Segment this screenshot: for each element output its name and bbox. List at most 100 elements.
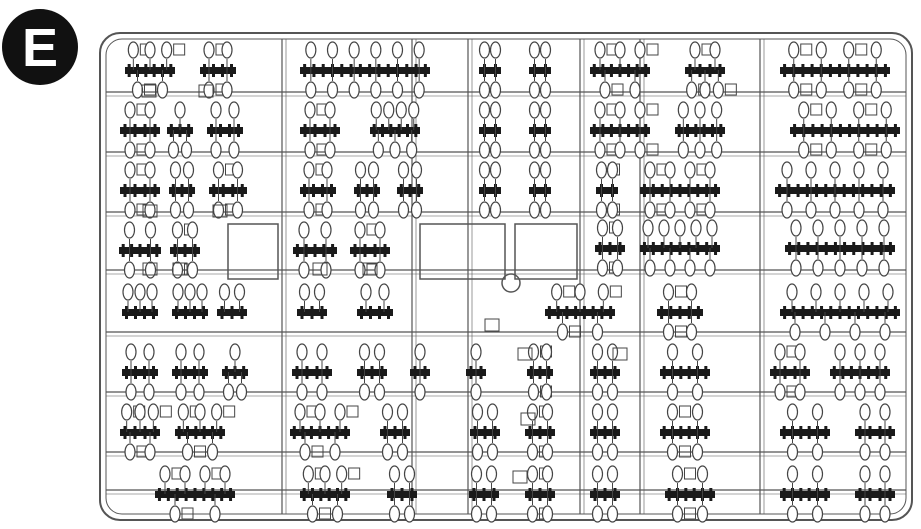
part-cluster xyxy=(354,161,380,219)
part-lug xyxy=(526,505,539,523)
part-tooth xyxy=(493,426,497,439)
part-tooth xyxy=(230,306,234,319)
part-tooth xyxy=(171,184,175,197)
part-lug xyxy=(146,283,158,301)
part-tooth xyxy=(856,306,860,319)
part-lug xyxy=(829,201,841,219)
part-tooth xyxy=(152,306,155,319)
part-tooth xyxy=(203,64,206,77)
part-tooth xyxy=(360,366,364,379)
part-lug xyxy=(870,41,882,59)
part-cluster xyxy=(222,343,248,401)
part-tooth xyxy=(538,366,542,379)
window-small xyxy=(227,223,279,280)
part-tooth xyxy=(327,488,331,501)
part-tooth xyxy=(175,306,178,319)
part-cluster xyxy=(780,465,830,523)
part-lug xyxy=(127,41,139,59)
part-tooth xyxy=(231,184,235,197)
part-cluster xyxy=(528,101,552,159)
part-tooth xyxy=(344,488,348,501)
part-tooth xyxy=(413,366,417,379)
part-cluster xyxy=(590,41,659,99)
part-lug xyxy=(794,383,806,401)
part-cluster xyxy=(775,161,895,219)
part-tooth xyxy=(642,242,646,255)
part-lug xyxy=(811,443,824,461)
part-tooth xyxy=(211,488,215,501)
part-body xyxy=(300,127,340,134)
part-lug xyxy=(212,201,225,219)
part-tooth xyxy=(705,242,709,255)
part-lug xyxy=(228,101,240,119)
part-lug xyxy=(414,383,426,401)
part-lug xyxy=(597,283,609,301)
part-lug xyxy=(711,141,723,159)
part-tooth xyxy=(400,488,404,501)
part-lug xyxy=(834,283,846,301)
part-lug xyxy=(696,465,709,483)
part-tooth xyxy=(219,426,223,439)
part-tooth xyxy=(187,124,191,137)
part-tooth xyxy=(178,124,182,137)
part-lug xyxy=(313,283,326,301)
part-tab xyxy=(679,405,691,418)
part-lug xyxy=(786,403,799,421)
part-lug xyxy=(706,219,718,237)
part-lug xyxy=(811,505,824,523)
part-cluster xyxy=(665,465,715,523)
part-lug xyxy=(671,465,684,483)
part-lug xyxy=(389,141,401,159)
part-lug xyxy=(203,41,215,59)
part-lug xyxy=(373,343,386,361)
part-lug xyxy=(329,443,341,461)
part-tooth xyxy=(888,242,892,255)
part-tooth xyxy=(143,366,146,379)
part-cluster xyxy=(217,283,247,319)
sprue-frame xyxy=(99,32,913,521)
part-tooth xyxy=(793,366,797,379)
part-tooth xyxy=(377,64,381,77)
part-lug xyxy=(370,41,382,59)
part-cluster xyxy=(357,283,393,319)
part-tab xyxy=(800,83,813,96)
part-lug xyxy=(634,141,646,159)
part-tooth xyxy=(711,124,714,137)
sprue-runners xyxy=(106,39,906,514)
part-tooth xyxy=(193,244,197,257)
part-tooth xyxy=(627,64,631,77)
part-lug xyxy=(134,403,146,421)
part-tooth xyxy=(805,184,809,197)
part-tooth xyxy=(783,64,787,77)
part-lug xyxy=(574,283,586,301)
part-tooth xyxy=(867,366,871,379)
part-tooth xyxy=(824,488,828,501)
part-tooth xyxy=(783,366,787,379)
part-tooth xyxy=(300,306,304,319)
part-lug xyxy=(326,41,339,59)
part-number-tag xyxy=(312,262,328,276)
part-lug xyxy=(825,101,837,119)
part-tooth xyxy=(709,488,713,501)
part-tab xyxy=(865,103,878,116)
part-lug xyxy=(221,81,233,99)
part-lug xyxy=(634,41,646,59)
part-tooth xyxy=(321,184,324,197)
part-lug xyxy=(870,81,882,99)
part-tooth xyxy=(824,184,828,197)
part-lug xyxy=(471,403,484,421)
part-lug xyxy=(879,465,891,483)
part-tooth xyxy=(782,426,786,439)
part-lug xyxy=(210,101,222,119)
part-lug xyxy=(614,141,626,159)
part-tooth xyxy=(704,366,708,379)
part-tooth xyxy=(678,242,682,255)
part-tooth xyxy=(838,306,842,319)
part-tab xyxy=(646,143,659,156)
part-lug xyxy=(664,201,676,219)
part-tooth xyxy=(403,426,407,439)
part-lug xyxy=(203,81,215,99)
part-lug xyxy=(591,323,604,341)
part-tooth xyxy=(811,124,815,137)
